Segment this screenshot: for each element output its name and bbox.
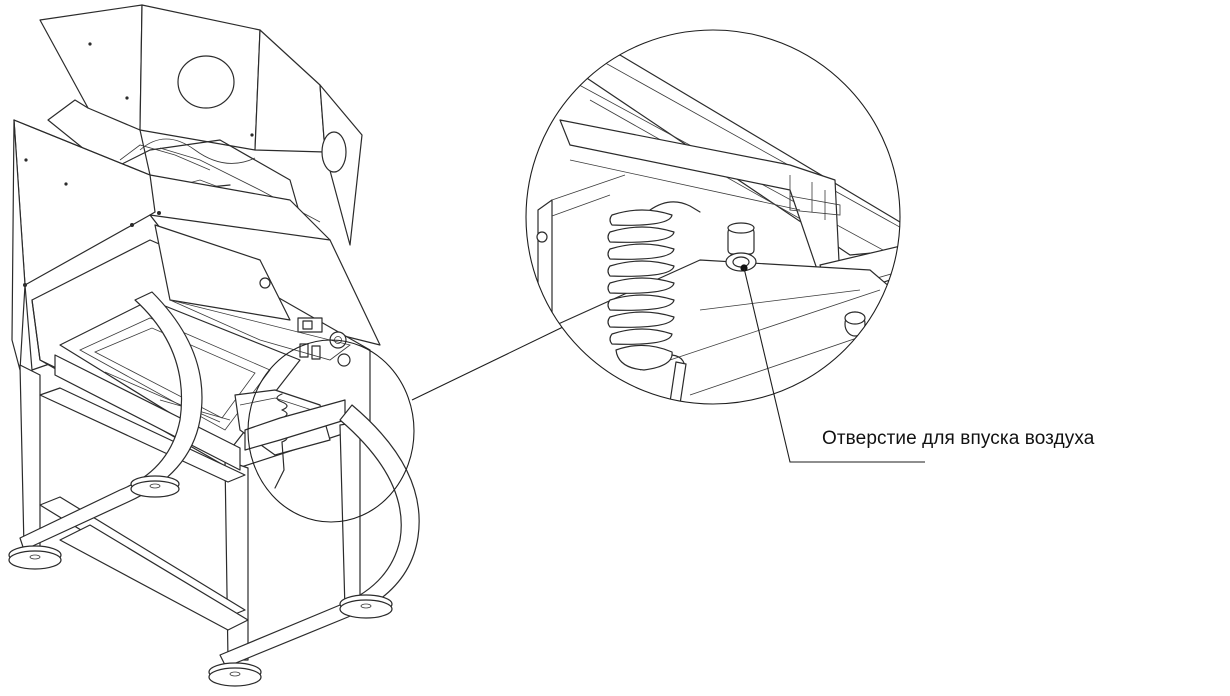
detail-connector-line xyxy=(411,325,566,401)
foot-pads xyxy=(8,475,393,687)
detail-view-frame xyxy=(525,29,901,405)
lid-window-side xyxy=(321,131,347,173)
lid-window-round xyxy=(177,55,235,109)
air-inlet-label: Отверстие для впуска воздуха xyxy=(822,428,1095,449)
open-lid xyxy=(39,4,363,246)
knob-side xyxy=(259,277,271,289)
machine-overview xyxy=(8,4,420,687)
callout-leader-line xyxy=(743,267,925,463)
enlarged-detail-view xyxy=(525,29,901,405)
coiled-hose xyxy=(607,201,701,404)
air-inlet-fitting xyxy=(725,222,757,272)
detail-marker-circle xyxy=(247,339,415,523)
post-hole xyxy=(536,231,548,243)
frame-legs xyxy=(19,354,361,661)
